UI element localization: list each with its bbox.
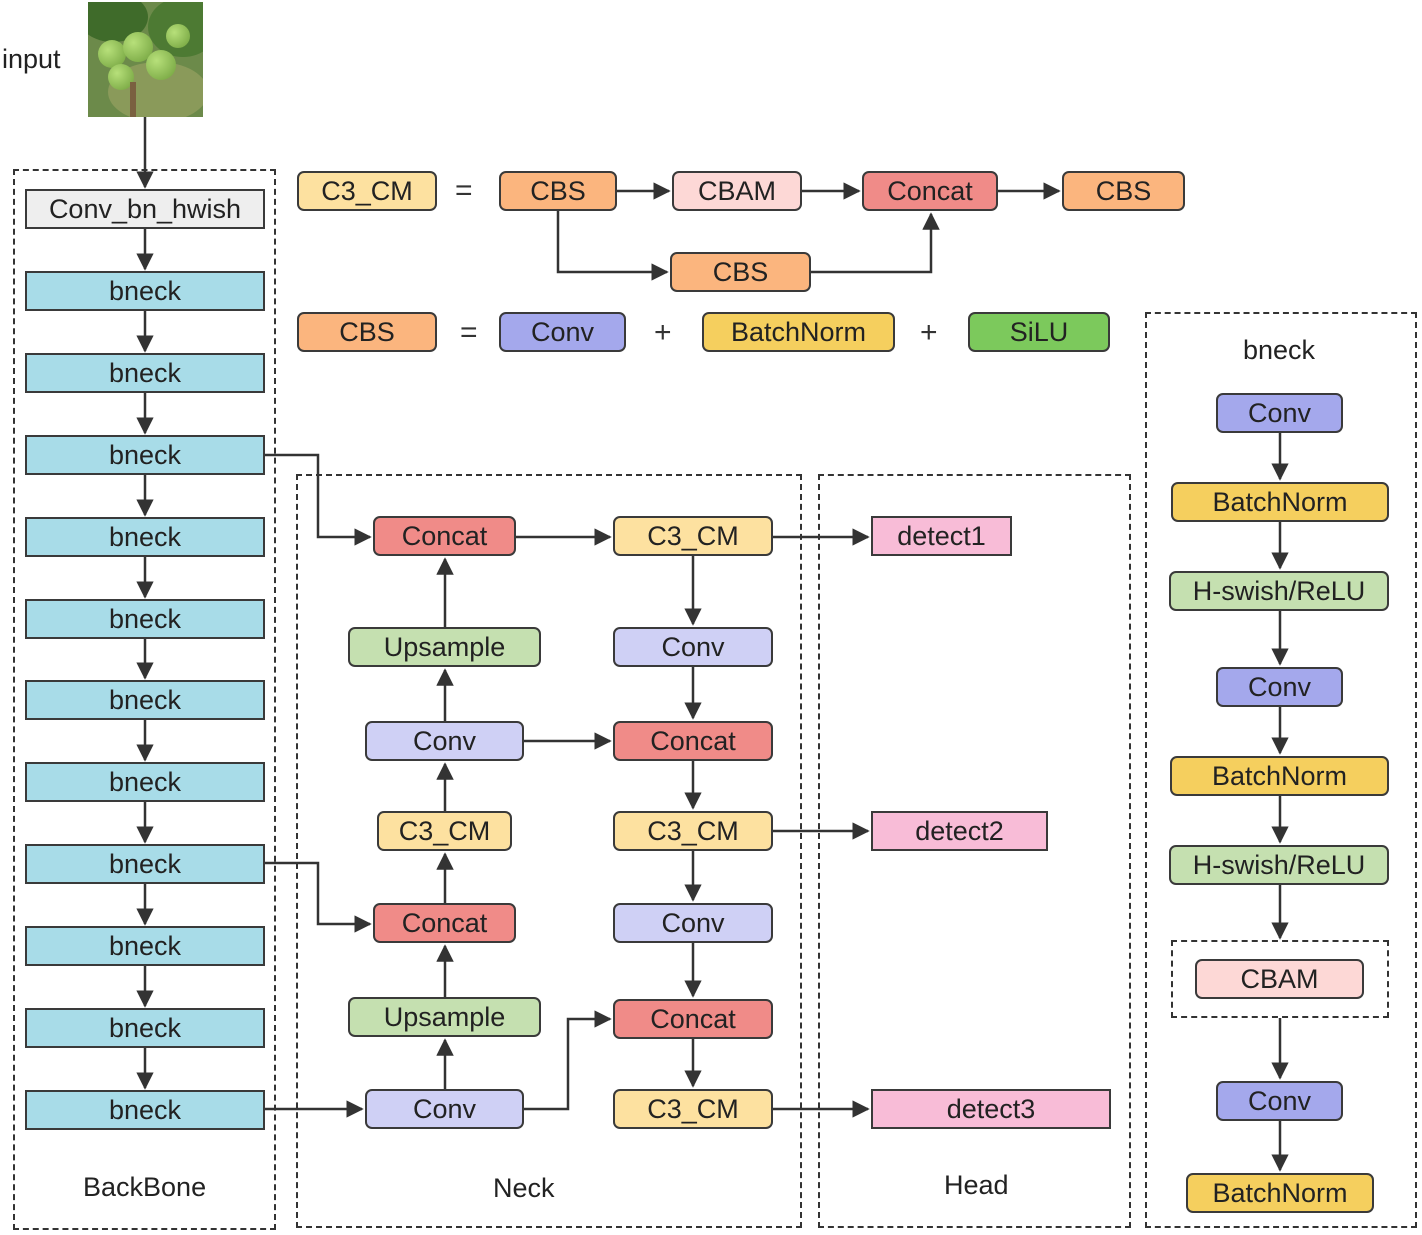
legend-equals-1: = xyxy=(455,174,473,207)
connector-arrow-17 xyxy=(811,212,940,274)
backbone-bneck-7: bneck xyxy=(25,762,265,802)
legend-c3cm: C3_CM xyxy=(297,171,437,211)
neck-right-conv-2: Conv xyxy=(613,903,773,943)
neck-left-concat-1: Concat xyxy=(373,516,516,556)
cbam-subgroup xyxy=(1171,940,1389,1018)
neck-left-concat-2: Concat xyxy=(373,903,516,943)
neck-left-c3cm: C3_CM xyxy=(377,811,512,851)
bneck-detail-hswish-1: H-swish/ReLU xyxy=(1169,571,1389,611)
input-image xyxy=(88,2,203,117)
backbone-bneck-3: bneck xyxy=(25,435,265,475)
bneck-detail-batchnorm-2: BatchNorm xyxy=(1170,756,1389,796)
bneck-detail-cbam: CBAM xyxy=(1195,959,1364,999)
bneck-detail-hswish-2: H-swish/ReLU xyxy=(1169,845,1389,885)
legend-plus-2: + xyxy=(920,316,938,349)
backbone-bneck-4: bneck xyxy=(25,517,265,557)
legend-c3cm-cbs-2: CBS xyxy=(670,252,811,292)
backbone-bneck-10: bneck xyxy=(25,1008,265,1048)
neck-right-conv-1: Conv xyxy=(613,627,773,667)
legend-cbs: CBS xyxy=(297,312,437,352)
head-detect3: detect3 xyxy=(871,1089,1111,1129)
legend-c3cm-cbs-1: CBS xyxy=(499,171,617,211)
backbone-conv-bn-hwish: Conv_bn_hwish xyxy=(25,189,265,229)
legend-cbs-conv: Conv xyxy=(499,312,626,352)
bneck-detail-group xyxy=(1145,312,1417,1228)
neck-left-upsample-2: Upsample xyxy=(348,997,541,1037)
backbone-title: BackBone xyxy=(83,1172,207,1202)
neck-title: Neck xyxy=(493,1173,555,1203)
connector-arrow-16 xyxy=(556,211,669,281)
legend-cbs-silu: SiLU xyxy=(968,312,1110,352)
head-title: Head xyxy=(944,1170,1009,1200)
head-group xyxy=(818,474,1131,1228)
connector-arrow-29 xyxy=(524,1010,612,1111)
backbone-bneck-6: bneck xyxy=(25,680,265,720)
legend-cbs-batchnorm: BatchNorm xyxy=(702,312,895,352)
neck-right-concat-1: Concat xyxy=(613,721,773,761)
bneck-detail-batchnorm-1: BatchNorm xyxy=(1171,482,1389,522)
legend-equals-2: = xyxy=(460,316,478,349)
neck-right-concat-2: Concat xyxy=(613,999,773,1039)
neck-group xyxy=(296,474,802,1228)
backbone-bneck-5: bneck xyxy=(25,599,265,639)
neck-right-c3cm-3: C3_CM xyxy=(613,1089,773,1129)
neck-left-upsample-1: Upsample xyxy=(348,627,541,667)
bneck-detail-conv-2: Conv xyxy=(1216,667,1343,707)
bneck-detail-batchnorm-3: BatchNorm xyxy=(1186,1173,1374,1213)
neck-right-c3cm-1: C3_CM xyxy=(613,516,773,556)
bneck-detail-title: bneck xyxy=(1243,335,1316,365)
legend-plus-1: + xyxy=(654,316,672,349)
backbone-bneck-8: bneck xyxy=(25,844,265,884)
neck-right-c3cm-2: C3_CM xyxy=(613,811,773,851)
input-label: input xyxy=(2,44,61,74)
backbone-bneck-2: bneck xyxy=(25,353,265,393)
connector-arrow-19 xyxy=(265,861,372,933)
neck-left-conv-1: Conv xyxy=(365,721,524,761)
legend-c3cm-concat: Concat xyxy=(862,171,998,211)
connector-arrow-18 xyxy=(265,453,372,546)
bneck-detail-conv-1: Conv xyxy=(1216,393,1343,433)
backbone-bneck-11: bneck xyxy=(25,1090,265,1130)
backbone-bneck-1: bneck xyxy=(25,271,265,311)
legend-c3cm-cbs-3: CBS xyxy=(1062,171,1185,211)
legend-c3cm-cbam: CBAM xyxy=(672,171,802,211)
bneck-detail-conv-3: Conv xyxy=(1216,1081,1343,1121)
neck-left-conv-2: Conv xyxy=(365,1089,524,1129)
head-detect1: detect1 xyxy=(871,516,1012,556)
head-detect2: detect2 xyxy=(871,811,1048,851)
backbone-bneck-9: bneck xyxy=(25,926,265,966)
